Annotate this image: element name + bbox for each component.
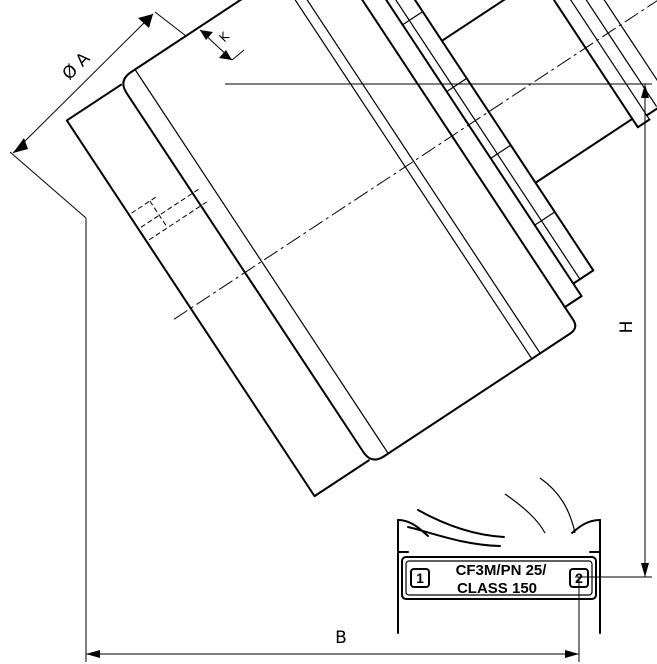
valve-body xyxy=(397,477,601,634)
body-connection xyxy=(559,0,657,117)
actuator-cylinder xyxy=(122,0,577,461)
height-dimension: H xyxy=(225,83,652,578)
union-nut xyxy=(338,0,595,309)
height-label: H xyxy=(617,321,637,334)
top-cap xyxy=(65,83,370,498)
bonnet-assembly xyxy=(65,0,657,498)
k-label: K xyxy=(216,29,232,45)
nameplate-line2: CLASS 150 xyxy=(457,580,537,597)
inlet-port-marker: 1 xyxy=(410,568,430,588)
inlet-port-label: 1 xyxy=(416,570,424,586)
width-label: B xyxy=(335,628,347,648)
nameplate: CF3M/PN 25/ CLASS 150 xyxy=(401,556,597,600)
diameter-a-label: Ø A xyxy=(59,48,95,84)
nameplate-line1: CF3M/PN 25/ xyxy=(456,562,548,579)
valve-centerline xyxy=(173,0,657,320)
width-dimension: B xyxy=(85,218,580,662)
diameter-a-dimension: Ø A xyxy=(9,11,187,219)
k-dimension: K xyxy=(199,29,245,61)
